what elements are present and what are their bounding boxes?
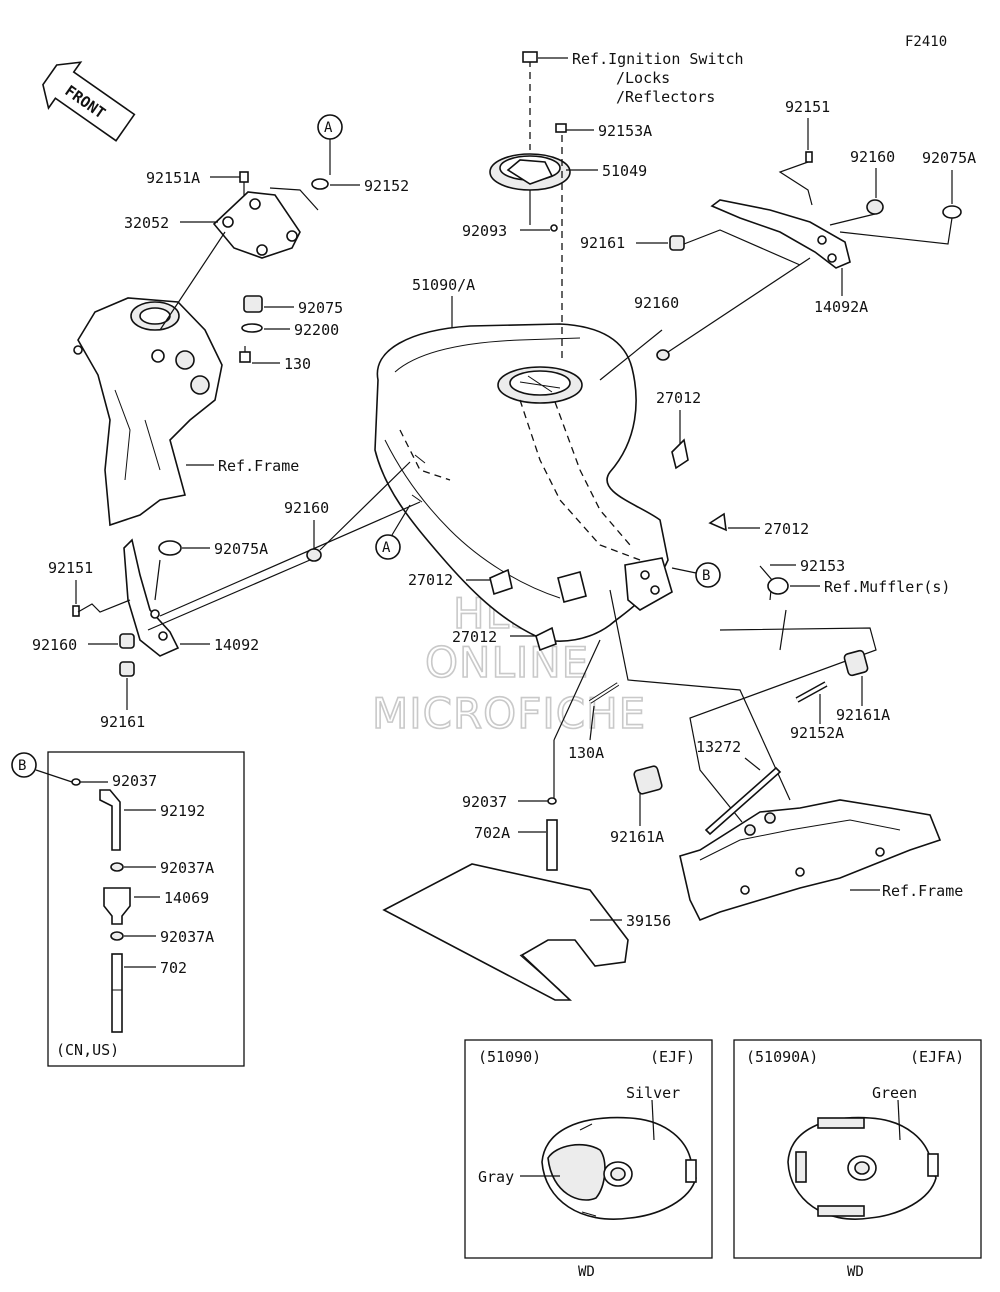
svg-text:92037: 92037 xyxy=(112,772,157,790)
svg-text:13272: 13272 xyxy=(696,738,741,756)
fuel-tank xyxy=(374,323,673,642)
grommet-stack xyxy=(239,295,263,363)
svg-text:A: A xyxy=(324,120,333,136)
svg-text:WD: WD xyxy=(847,1264,864,1280)
inset-b: B 92037 92192 92037A 14069 92037A 702 (C… xyxy=(11,751,245,1067)
hardware-lower xyxy=(382,639,629,1001)
frame-rear xyxy=(609,565,942,922)
bracket-14092 xyxy=(72,461,421,677)
svg-text:Green: Green xyxy=(872,1084,917,1102)
svg-text:ONLINE: ONLINE xyxy=(425,638,589,687)
svg-text:27012: 27012 xyxy=(408,571,453,589)
svg-text:27012: 27012 xyxy=(452,628,497,646)
callout-b-mid: B xyxy=(671,562,721,588)
svg-text:14092: 14092 xyxy=(214,636,259,654)
svg-text:27012: 27012 xyxy=(764,520,809,538)
svg-text:92153A: 92153A xyxy=(598,122,652,140)
svg-text:92160: 92160 xyxy=(32,636,77,654)
svg-text:92160: 92160 xyxy=(850,148,895,166)
svg-text:92161: 92161 xyxy=(100,713,145,731)
svg-text:51090/A: 51090/A xyxy=(412,276,475,294)
svg-text:92200: 92200 xyxy=(294,321,339,339)
callout-a-top: A xyxy=(317,114,343,175)
inset-note: (CN,US) xyxy=(56,1041,119,1059)
svg-text:(EJF): (EJF) xyxy=(650,1048,695,1066)
label-reflectors: /Reflectors xyxy=(616,88,715,106)
svg-text:(51090): (51090) xyxy=(478,1048,541,1066)
bracket-32052 xyxy=(212,171,329,259)
svg-text:92152: 92152 xyxy=(364,177,409,195)
frame-front xyxy=(73,231,226,527)
variant-ejfa: (51090A) (EJFA) Green WD xyxy=(733,1039,982,1280)
svg-text:92037A: 92037A xyxy=(160,859,214,877)
svg-text:92151: 92151 xyxy=(785,98,830,116)
svg-text:Ref.Frame: Ref.Frame xyxy=(882,882,963,900)
svg-text:27012: 27012 xyxy=(656,389,701,407)
svg-text:B: B xyxy=(18,758,26,774)
svg-text:(51090A): (51090A) xyxy=(746,1048,818,1066)
front-arrow-icon: FRONT xyxy=(42,61,136,142)
svg-text:WD: WD xyxy=(578,1264,595,1280)
label-locks: /Locks xyxy=(616,69,670,87)
svg-text:92037: 92037 xyxy=(462,793,507,811)
svg-text:14069: 14069 xyxy=(164,889,209,907)
svg-text:92160: 92160 xyxy=(634,294,679,312)
pads-27012 xyxy=(489,438,727,652)
figure-code: F2410 xyxy=(905,34,947,50)
svg-text:92151: 92151 xyxy=(48,559,93,577)
callout-a-mid: A xyxy=(375,504,411,560)
svg-text:702: 702 xyxy=(160,959,187,977)
svg-text:Ref.Muffler(s): Ref.Muffler(s) xyxy=(824,578,950,596)
svg-text:92075A: 92075A xyxy=(214,540,268,558)
svg-text:92075A: 92075A xyxy=(922,149,976,167)
svg-text:A: A xyxy=(382,540,391,556)
label-ignition-switch: Ref.Ignition Switch xyxy=(572,50,744,68)
filler-cap xyxy=(489,51,571,360)
svg-text:32052: 32052 xyxy=(124,214,169,232)
svg-text:Silver: Silver xyxy=(626,1084,680,1102)
bracket-14092A xyxy=(599,151,962,381)
svg-text:(EJFA): (EJFA) xyxy=(910,1048,964,1066)
svg-text:14092A: 14092A xyxy=(814,298,868,316)
svg-text:MICROFICHE: MICROFICHE xyxy=(372,689,646,738)
svg-text:39156: 39156 xyxy=(626,912,671,930)
svg-text:92161A: 92161A xyxy=(610,828,664,846)
part-labels: Ref.Ignition Switch /Locks /Reflectors 9… xyxy=(32,50,976,930)
svg-text:92075: 92075 xyxy=(298,299,343,317)
variant-ejf: (51090) (EJF) Silver Gray WD xyxy=(464,1039,713,1280)
svg-text:92037A: 92037A xyxy=(160,928,214,946)
svg-text:92161: 92161 xyxy=(580,234,625,252)
svg-text:B: B xyxy=(702,568,710,584)
svg-text:130: 130 xyxy=(284,355,311,373)
svg-text:Gray: Gray xyxy=(478,1168,514,1186)
svg-text:92093: 92093 xyxy=(462,222,507,240)
svg-text:702A: 702A xyxy=(474,824,510,842)
svg-text:92153: 92153 xyxy=(800,557,845,575)
svg-text:92161A: 92161A xyxy=(836,706,890,724)
svg-text:130A: 130A xyxy=(568,744,604,762)
svg-text:92160: 92160 xyxy=(284,499,329,517)
svg-text:Ref.Frame: Ref.Frame xyxy=(218,457,299,475)
svg-text:92151A: 92151A xyxy=(146,169,200,187)
svg-text:92152A: 92152A xyxy=(790,724,844,742)
svg-text:92192: 92192 xyxy=(160,802,205,820)
svg-text:51049: 51049 xyxy=(602,162,647,180)
